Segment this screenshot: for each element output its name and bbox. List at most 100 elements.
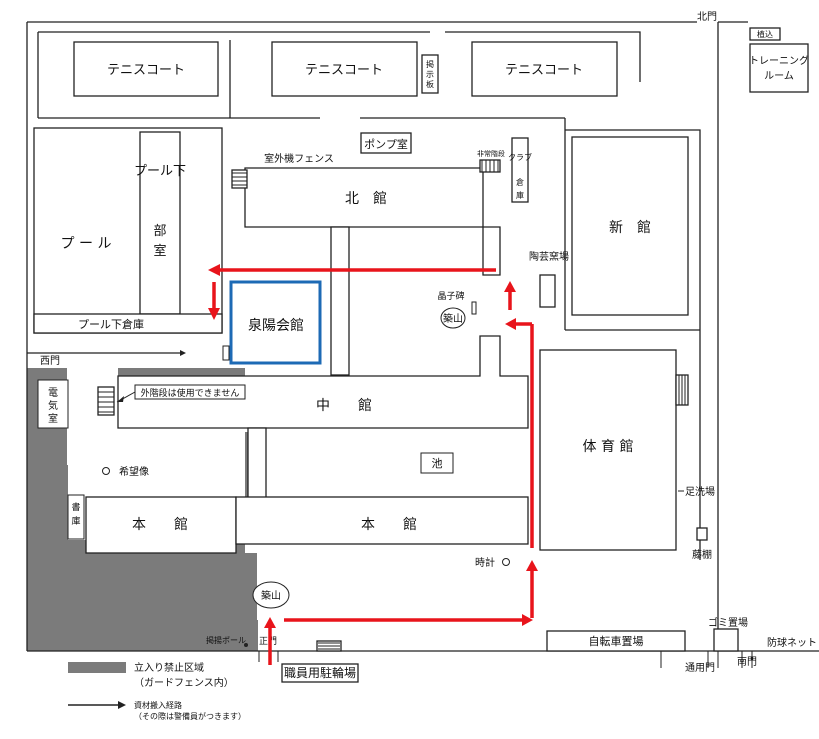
akiko-monument <box>471 301 477 315</box>
restricted-area-south <box>27 553 257 651</box>
notice-board-label-2: 示 <box>426 70 434 79</box>
legend-route-label-1: 資材搬入経路 <box>134 700 182 710</box>
pool-under-label-3: 室 <box>153 243 166 259</box>
electric-room-label-1: 電 <box>48 387 58 399</box>
electric-room-label-2: 気 <box>48 399 58 412</box>
west-gate-label: 西門 <box>40 355 60 367</box>
pool-under-label-2: 部 <box>153 224 166 239</box>
emergency-stairs-hatch <box>481 160 499 172</box>
hope-statue-label: 希望像 <box>119 465 149 478</box>
club-storage <box>511 137 529 203</box>
pump-room-label: ポンプ室 <box>364 137 408 151</box>
middle-building-label: 中 館 <box>316 397 372 414</box>
west-gate-arrowhead <box>180 350 186 356</box>
gym-side-stairs-hatch <box>678 375 686 405</box>
legend-route-label-2: （その際は警備員がつきます） <box>134 711 246 721</box>
route-arrowhead-6 <box>208 264 220 276</box>
route-arrowhead-2 <box>522 614 533 626</box>
outer-stairs-hatch <box>98 391 114 413</box>
bike-parking-hatch <box>318 642 340 650</box>
tennis-court-1 <box>73 41 219 97</box>
staff-parking-label: 職員用駐輪場 <box>284 665 356 680</box>
outer-stairs <box>97 386 115 416</box>
pool-under-label-1: プール下 <box>134 164 186 179</box>
training-room-label-1: トレーニング <box>749 54 809 67</box>
south-gate-label: 南門 <box>737 655 757 668</box>
gymnasium-label: 体 育 館 <box>583 438 634 455</box>
pool-label: プ ー ル <box>61 236 112 252</box>
clock-tower-marker <box>502 558 510 566</box>
notice-board-label-3: 板 <box>426 79 434 89</box>
wisteria-box <box>696 527 708 541</box>
training-room-label-2: ルーム <box>764 70 794 82</box>
flag-pole-marker <box>244 643 248 647</box>
notice-board-label-1: 掲 <box>426 59 434 69</box>
tsukiyama-north-label: 築山 <box>443 312 463 325</box>
pottery-kiln <box>539 274 556 308</box>
bike-parking-label: 自転車置場 <box>589 634 644 648</box>
outer-stairs-notice: 外階段は使用できません <box>141 387 240 399</box>
club-storage-label-2: 倉 <box>516 177 524 187</box>
library <box>67 494 85 540</box>
legend-restricted-label-1: 立入り禁止区域 <box>134 661 204 674</box>
clock-tower-label: 時計 <box>475 556 495 569</box>
footwash-label: 足洗場 <box>685 485 715 498</box>
club-storage-label-1: クラブ <box>508 152 532 162</box>
north-divider <box>38 117 701 331</box>
middle-building <box>117 335 529 429</box>
notice-board <box>421 54 439 94</box>
connector-north <box>330 226 350 376</box>
training-room <box>749 43 809 93</box>
uekomi-box <box>749 27 781 41</box>
north-gate-label: 北門 <box>697 11 717 23</box>
electric-room <box>37 379 69 429</box>
senyo-hall <box>229 280 322 365</box>
hope-statue-marker <box>102 467 110 475</box>
shinkan <box>571 136 689 316</box>
senyo-hall-door <box>222 345 230 361</box>
tennis-court-3-label: テニスコート <box>505 63 583 78</box>
electric-room-label-3: 室 <box>48 412 58 425</box>
club-storage-label-3: 庫 <box>516 190 524 200</box>
ball-net-label: 防球ネット <box>767 636 817 649</box>
main-building-west-label: 本 館 <box>132 516 188 533</box>
gymnasium <box>539 349 677 551</box>
main-building-west <box>85 496 237 554</box>
library-label-1: 書 <box>71 501 80 513</box>
pool-storage-label: プール下倉庫 <box>78 317 144 331</box>
pool-under-room <box>139 131 181 315</box>
route-arrowhead-4 <box>505 318 516 330</box>
outdoor-unit-hatch <box>232 172 247 186</box>
tsukiyama-north <box>440 307 466 329</box>
route-arrowhead-7 <box>208 308 220 320</box>
pottery-kiln-label: 陶芸窯場 <box>529 250 569 263</box>
side-gate-label: 通用門 <box>685 662 715 674</box>
pool <box>33 127 223 334</box>
pond <box>420 452 454 474</box>
main-building-east <box>235 496 529 545</box>
pool-storage <box>33 313 223 334</box>
tsukiyama-south <box>252 581 290 609</box>
uekomi-label: 植込 <box>757 29 773 39</box>
inner-fence <box>37 31 641 118</box>
main-gate-label: 正門 <box>259 636 277 647</box>
connector-middle <box>247 427 267 499</box>
shinkan-label: 新 館 <box>609 219 651 236</box>
legend-restricted-label-2: （ガードフェンス内） <box>134 676 234 689</box>
legend-route-arrowhead <box>118 701 126 709</box>
south-gate-posts <box>258 651 753 668</box>
flag-pole-label: 掲揚ポール <box>206 635 246 645</box>
route-arrowhead-3 <box>526 560 538 571</box>
route-arrowhead-1 <box>264 617 276 628</box>
outer-stairs-pointer-head <box>117 396 124 402</box>
north-building-label: 北 館 <box>345 190 387 207</box>
garbage-area <box>713 628 739 652</box>
tennis-court-3 <box>471 41 618 97</box>
emergency-stairs-label: 非常階段 <box>477 149 505 158</box>
tennis-court-1-label: テニスコート <box>107 63 185 78</box>
north-east-wing <box>482 226 501 276</box>
tsukiyama-south-label: 築山 <box>261 589 281 602</box>
library-label-2: 庫 <box>71 515 80 527</box>
wisteria-label: 藤棚 <box>692 548 712 561</box>
bike-parking <box>546 630 686 652</box>
